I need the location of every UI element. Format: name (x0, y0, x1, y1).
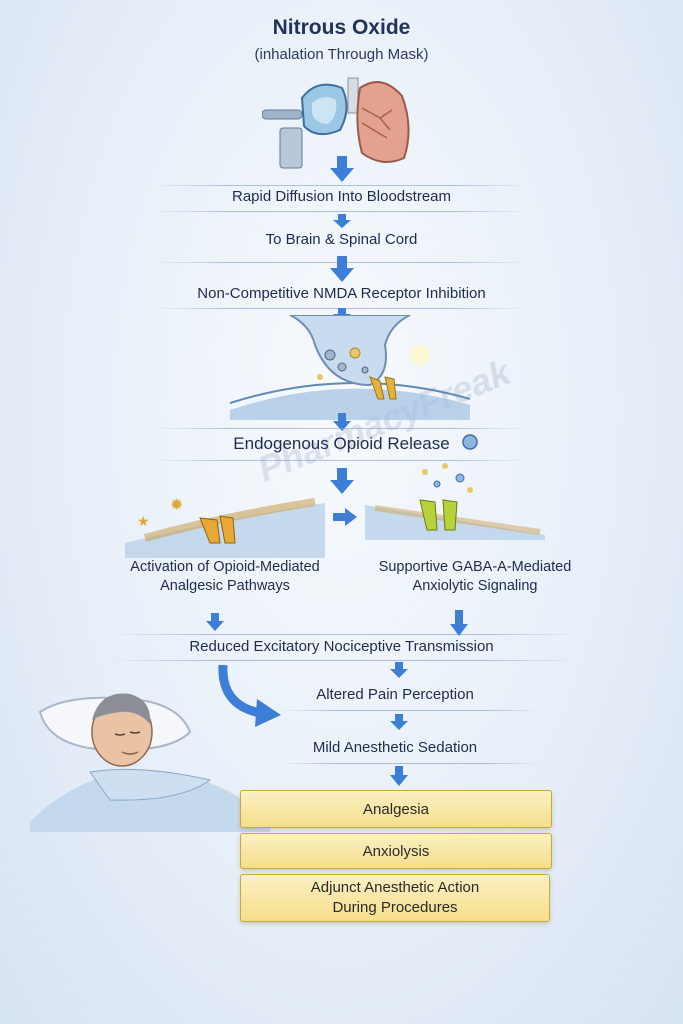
svg-text:✹: ✹ (170, 495, 183, 514)
arrow-down-8 (390, 714, 408, 730)
branch-right-text: Supportive GABA-A-Mediated Anxiolytic Si… (378, 559, 572, 594)
diagram-title: Nitrous Oxide (272, 16, 411, 39)
svg-text:★: ★ (137, 514, 150, 530)
arrow-down-7 (390, 662, 408, 678)
outcome-adjunct-label: Adjunct Anesthetic Action During Procedu… (310, 879, 480, 916)
step-sedation: Mild Anesthetic Sedation (312, 739, 478, 756)
step-nmda: Non-Competitive NMDA Receptor Inhibition (197, 285, 486, 302)
outcome-analgesia: Analgesia (240, 790, 552, 828)
arrow-down-left-branch (206, 613, 224, 631)
gaba-receptor-illustration (365, 463, 545, 540)
arrow-down-6 (330, 468, 354, 494)
arrow-down-1 (330, 156, 354, 182)
arrow-down-3 (330, 256, 354, 282)
mask-lungs-illustration (262, 77, 410, 169)
arrow-down-9 (390, 766, 408, 786)
outcome-anxiolysis-label: Anxiolysis (362, 842, 430, 860)
arrow-right (333, 508, 357, 526)
outcome-analgesia-label: Analgesia (363, 800, 429, 818)
arrow-down-right-branch (450, 610, 468, 636)
arrow-down-2 (333, 214, 351, 228)
diagram-subtitle: (inhalation Through Mask) (254, 46, 429, 63)
bubble-icon (462, 434, 478, 450)
step-altered: Altered Pain Perception (316, 686, 474, 703)
curved-arrow (218, 665, 281, 727)
opioid-receptor-illustration: ★ ✹ (125, 495, 325, 558)
step-diffusion: Rapid Diffusion Into Bloodstream (231, 188, 451, 205)
outcome-adjunct: Adjunct Anesthetic Action During Procedu… (240, 874, 550, 922)
patient-illustration (30, 693, 270, 832)
synapse-illustration (230, 315, 470, 420)
arrow-down-5 (333, 413, 351, 431)
step-brain: To Brain & Spinal Cord (265, 231, 418, 248)
step-opioid-release: Endogenous Opioid Release (233, 434, 450, 453)
step-reduced: Reduced Excitatory Nociceptive Transmiss… (189, 638, 494, 655)
outcome-anxiolysis: Anxiolysis (240, 833, 552, 869)
branch-left-text: Activation of Opioid-Mediated Analgesic … (130, 559, 320, 594)
